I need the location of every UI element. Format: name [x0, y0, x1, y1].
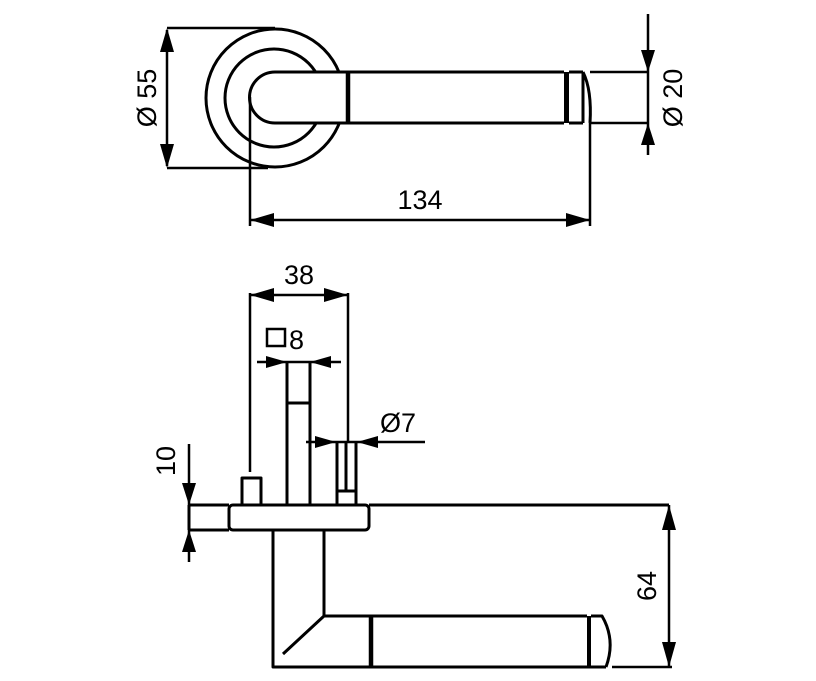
rose-width-dimension — [248, 293, 350, 472]
spindle — [285, 362, 312, 505]
lever-end-cap — [569, 70, 592, 125]
lever-diameter-label: Ø 20 — [658, 69, 688, 128]
rose-diameter-label: Ø 55 — [132, 69, 162, 128]
pin-diameter-label: Ø7 — [380, 408, 416, 438]
rose-width-label: 38 — [284, 260, 314, 290]
lever-side-end-cap — [591, 614, 612, 668]
lever-length-dimension — [248, 97, 592, 226]
side-view: 38 8 Ø7 10 64 — [151, 260, 676, 669]
door-surface — [187, 503, 669, 532]
lever-ring — [564, 72, 569, 123]
lever-side-outline — [271, 530, 606, 669]
fixing-pin-right — [335, 442, 358, 491]
lever-diameter-dimension — [590, 14, 650, 155]
lever-projection-label: 64 — [632, 571, 662, 601]
lever-length-label: 134 — [397, 185, 442, 215]
lever-body — [348, 70, 564, 125]
square-symbol-icon — [265, 327, 287, 348]
fixing-pin-left — [240, 476, 263, 507]
rose-thickness-label: 10 — [151, 446, 181, 476]
rose-plate — [227, 503, 371, 532]
fixing-pin-right-cap — [335, 489, 358, 507]
lever-projection-dimension — [612, 505, 672, 669]
lever-side-ring — [587, 616, 591, 667]
top-view: Ø 55 Ø 20 134 — [132, 14, 688, 227]
spindle-label: 8 — [289, 325, 304, 355]
